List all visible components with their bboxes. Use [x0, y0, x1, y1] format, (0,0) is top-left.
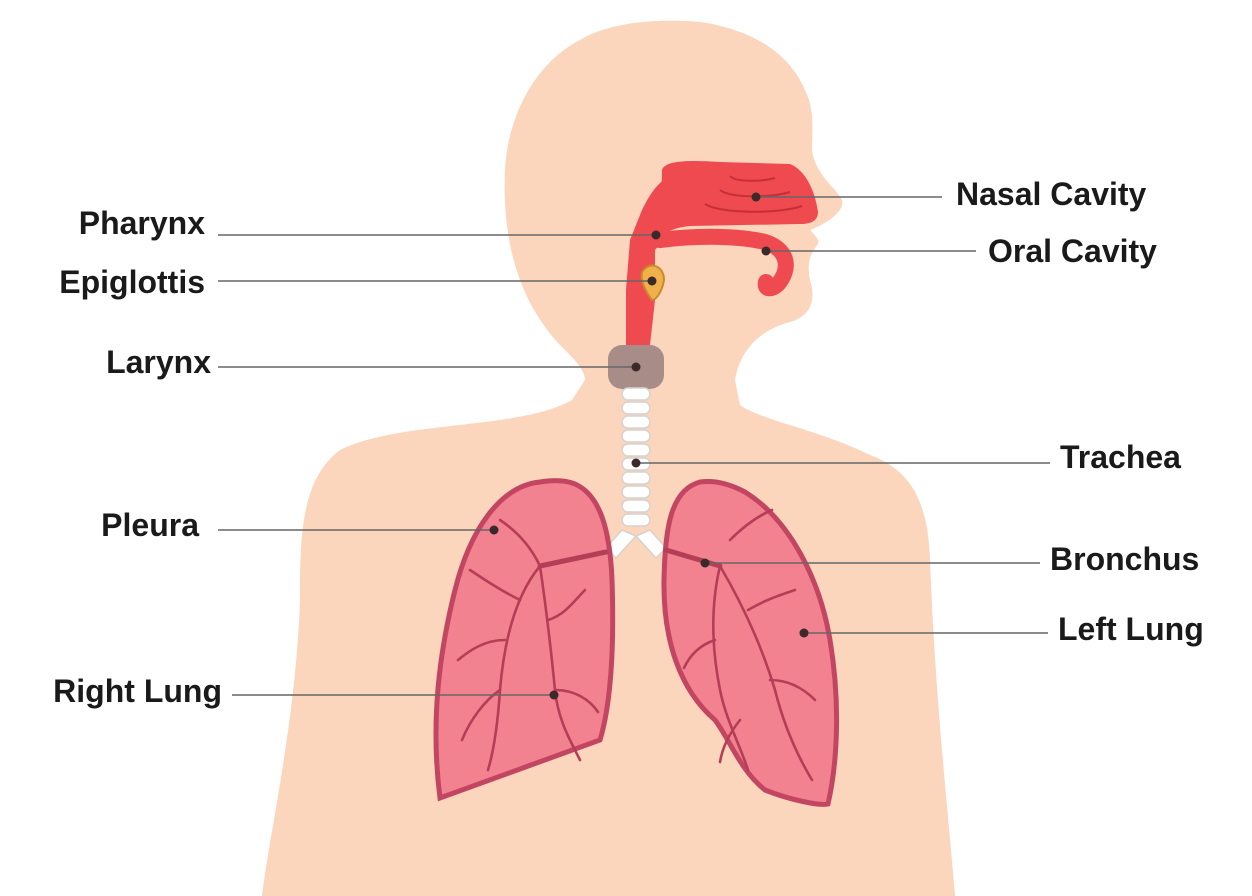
dot-trachea	[632, 459, 641, 468]
dot-nasal-cavity	[752, 193, 761, 202]
label-trachea: Trachea	[1060, 439, 1181, 475]
dot-epiglottis	[648, 277, 657, 286]
label-left-lung: Left Lung	[1058, 611, 1204, 647]
dot-left-lung	[800, 629, 809, 638]
dot-bronchus	[701, 559, 710, 568]
label-nasal-cavity: Nasal Cavity	[956, 176, 1147, 212]
label-bronchus: Bronchus	[1050, 541, 1199, 577]
label-pharynx: Pharynx	[79, 205, 205, 241]
dot-oral-cavity	[762, 247, 771, 256]
body-silhouette	[262, 21, 955, 896]
dot-right-lung	[550, 691, 559, 700]
label-larynx: Larynx	[106, 344, 211, 380]
label-oral-cavity: Oral Cavity	[988, 233, 1157, 269]
label-epiglottis: Epiglottis	[59, 264, 205, 300]
dot-larynx	[632, 363, 641, 372]
dot-pleura	[490, 526, 499, 535]
dot-pharynx	[652, 231, 661, 240]
label-right-lung: Right Lung	[53, 673, 222, 709]
head-and-torso	[262, 21, 955, 896]
label-pleura: Pleura	[101, 507, 199, 543]
